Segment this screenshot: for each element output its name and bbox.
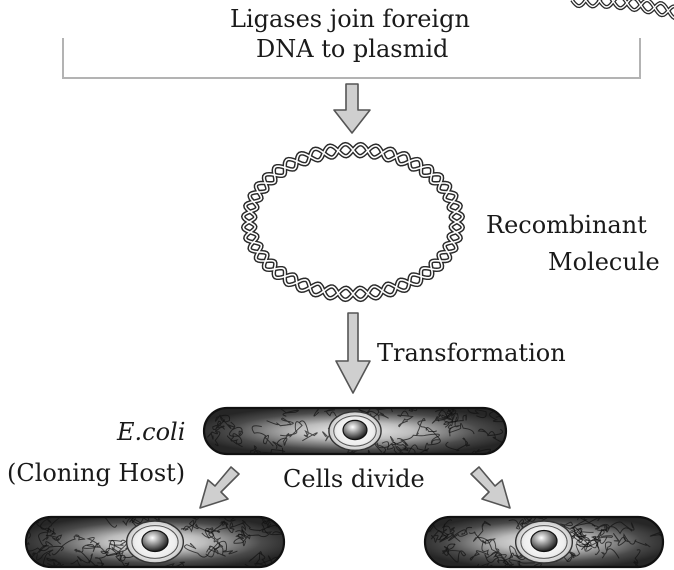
recombinant-label-line2: Molecule: [548, 248, 660, 276]
recombinant-label-line1: Recombinant: [486, 211, 647, 239]
ligation-label-line1: Ligases join foreign: [230, 5, 470, 33]
down-arrow-transformation: [335, 312, 371, 394]
ecoli-cell-daughter-right: [423, 515, 665, 569]
ligation-label-line2: DNA to plasmid: [256, 35, 449, 63]
ecoli-cell-parent: [202, 406, 508, 456]
left-diagonal-arrow: [199, 466, 240, 509]
ligation-bracket: [62, 38, 641, 79]
recombinant-plasmid: [240, 141, 466, 303]
down-arrow-ligation: [333, 83, 371, 134]
right-diagonal-arrow: [470, 466, 511, 509]
linear-dna-fragment: [570, 0, 674, 21]
cells-divide-label: Cells divide: [283, 465, 425, 493]
transformation-label: Transformation: [377, 339, 566, 367]
ecoli-cell-daughter-left: [24, 515, 286, 569]
host-role-label: (Cloning Host): [7, 459, 186, 487]
host-name-label: E.coli: [117, 418, 186, 446]
